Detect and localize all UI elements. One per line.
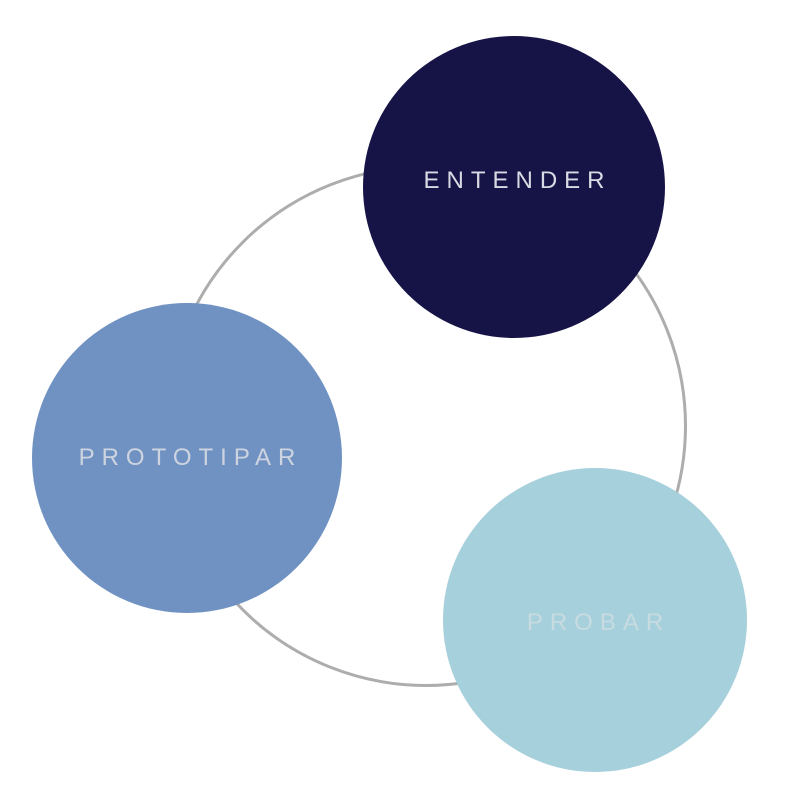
node-probar: PROBAR bbox=[443, 468, 747, 772]
node-entender: ENTENDER bbox=[363, 36, 665, 338]
node-probar-label: PROBAR bbox=[526, 609, 671, 636]
node-entender-label: ENTENDER bbox=[423, 167, 612, 194]
node-prototipar-label: PROTOTIPAR bbox=[78, 444, 303, 471]
node-prototipar: PROTOTIPAR bbox=[32, 303, 342, 613]
